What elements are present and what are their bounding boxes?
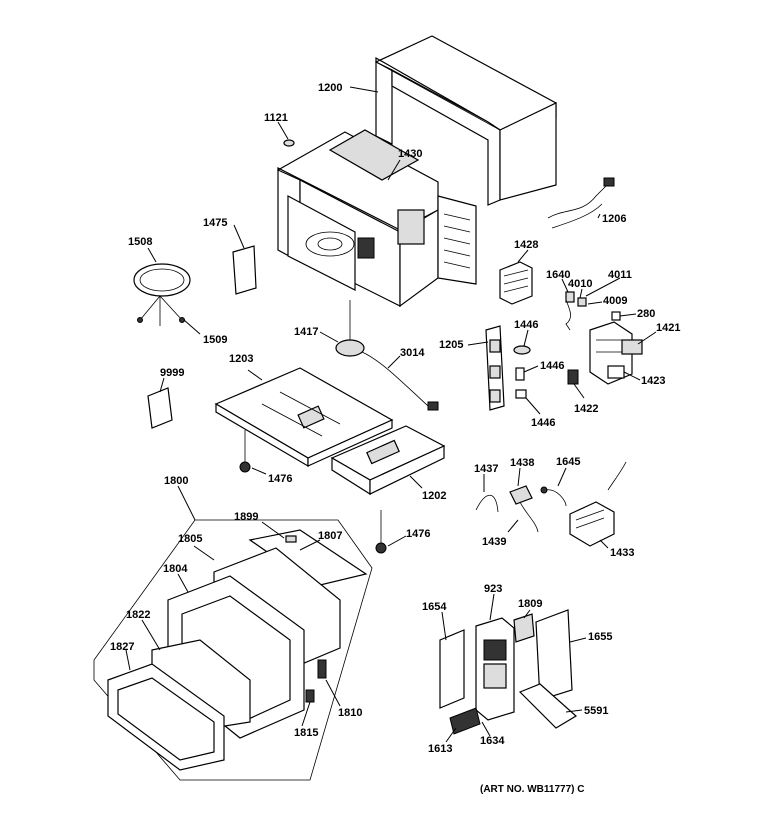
hv-assembly — [567, 321, 643, 385]
callout-1822: 1822 — [126, 609, 150, 621]
callout-1446-a: 1446 — [514, 319, 538, 331]
switch-bracket-1205 — [485, 325, 531, 411]
callout-1654: 1654 — [422, 601, 447, 613]
callout-1805: 1805 — [178, 533, 202, 545]
callout-923: 923 — [484, 583, 502, 595]
part-1121 — [283, 139, 295, 147]
callout-1428: 1428 — [514, 239, 538, 251]
callout-1899: 1899 — [234, 511, 258, 523]
waveguide-cover-1475 — [232, 245, 257, 295]
callout-1438: 1438 — [510, 457, 534, 469]
power-cord-1206 — [547, 177, 615, 229]
control-panel-group — [439, 609, 578, 735]
callout-1423: 1423 — [641, 375, 665, 387]
outer-case-1200 — [375, 35, 557, 206]
base-tray-1202 — [330, 425, 446, 496]
callout-1645: 1645 — [556, 456, 580, 468]
callout-1206: 1206 — [602, 213, 626, 225]
callout-1202: 1202 — [422, 490, 446, 502]
hv-components — [475, 461, 627, 547]
callout-4010: 4010 — [568, 278, 592, 290]
art-number: (ART NO. WB11777) C — [480, 784, 584, 795]
callout-1121: 1121 — [264, 112, 288, 124]
door-components — [107, 529, 368, 771]
callout-1508: 1508 — [128, 236, 152, 248]
callout-1422: 1422 — [574, 403, 598, 415]
callout-1437: 1437 — [474, 463, 498, 475]
callout-1433: 1433 — [610, 547, 634, 559]
callout-1815: 1815 — [294, 727, 318, 739]
callout-1655: 1655 — [588, 631, 612, 643]
callout-4011: 4011 — [608, 269, 632, 281]
callout-9999: 9999 — [160, 367, 184, 379]
callout-1827: 1827 — [110, 641, 134, 653]
base-plate-1203 — [214, 367, 394, 468]
callout-5591: 5591 — [584, 705, 608, 717]
callout-1417: 1417 — [294, 326, 318, 338]
feet-1476 — [239, 430, 387, 554]
cavity-assembly — [277, 129, 477, 308]
callout-1203: 1203 — [229, 353, 253, 365]
callout-1476-b: 1476 — [406, 528, 430, 540]
roller-ring-1508 — [133, 263, 191, 326]
callout-1509: 1509 — [203, 334, 227, 346]
callout-4009: 4009 — [603, 295, 627, 307]
callout-1613: 1613 — [428, 743, 452, 755]
callout-1475: 1475 — [203, 217, 227, 229]
callout-1634: 1634 — [480, 735, 505, 747]
turntable-motor-1417 — [335, 300, 439, 411]
magnetron-1428 — [499, 261, 533, 305]
door-assembly-frame-1800 — [93, 519, 373, 781]
callout-1809: 1809 — [518, 598, 542, 610]
callout-1205: 1205 — [439, 339, 463, 351]
callout-1640: 1640 — [546, 269, 570, 281]
callout-1446-c: 1446 — [531, 417, 555, 429]
callout-1439: 1439 — [482, 536, 506, 548]
manual-9999 — [147, 387, 173, 429]
callout-1810: 1810 — [338, 707, 362, 719]
callout-1421: 1421 — [656, 322, 680, 334]
callout-3014: 3014 — [400, 347, 425, 359]
callout-1804: 1804 — [163, 563, 188, 575]
callout-1430: 1430 — [398, 148, 422, 160]
callout-1446-b: 1446 — [540, 360, 564, 372]
callout-1200: 1200 — [318, 82, 342, 94]
callout-1476-a: 1476 — [268, 473, 292, 485]
interlock-switch-group — [565, 291, 621, 331]
callout-1807: 1807 — [318, 530, 342, 542]
callout-280: 280 — [637, 308, 655, 320]
callout-1800: 1800 — [164, 475, 188, 487]
